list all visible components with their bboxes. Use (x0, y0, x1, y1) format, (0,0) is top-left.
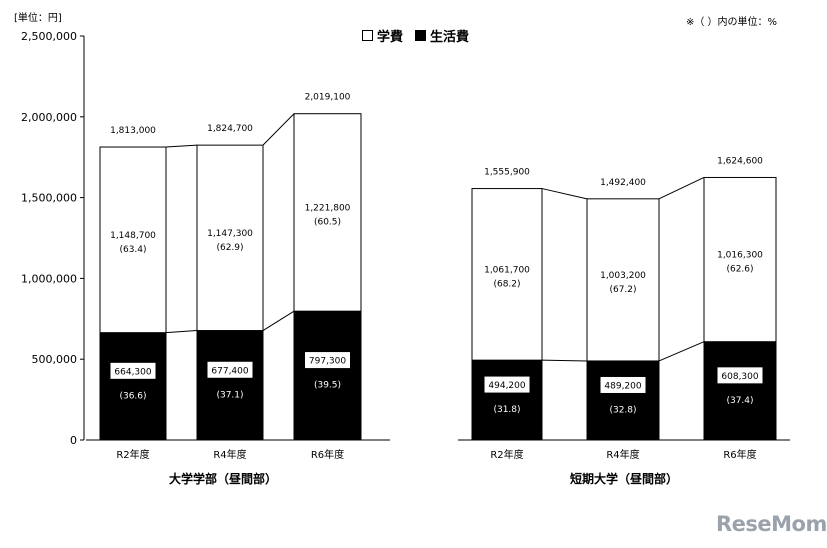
bar-segment-tuition (471, 188, 543, 361)
total-connector-line (541, 188, 588, 200)
bar-segment-tuition (196, 144, 264, 332)
living-connector-line (165, 330, 198, 334)
living-value-label: 677,400 (211, 366, 248, 376)
group-title-university: 大学学部（昼間部） (168, 472, 277, 486)
total-label: 1,813,000 (110, 126, 156, 136)
bar-segment-tuition (99, 146, 167, 334)
living-percent-label: (31.8) (493, 405, 520, 415)
tuition-percent-label: (62.6) (726, 265, 753, 275)
total-connector-line (658, 177, 705, 200)
bar-segment-living (586, 360, 660, 441)
total-label: 1,824,700 (207, 124, 253, 134)
living-value-label: 797,300 (309, 357, 346, 367)
bar-segment-living (293, 310, 362, 441)
living-label-box (600, 376, 646, 393)
y-tick-label: 1,500,000 (21, 192, 77, 205)
x-category-label: R2年度 (490, 448, 523, 461)
tuition-percent-label: (68.2) (493, 279, 520, 289)
living-connector-line (541, 359, 588, 362)
living-percent-label: (37.1) (216, 390, 243, 400)
percent-unit-note: ※（ ）内の単位：% (686, 17, 778, 28)
tuition-percent-label: (62.9) (216, 243, 243, 253)
living-connector-line (262, 310, 295, 331)
living-label-box (207, 361, 253, 378)
tuition-value-label: 1,003,200 (600, 271, 646, 281)
y-tick-label: 2,000,000 (21, 111, 77, 124)
living-label-box (110, 362, 156, 379)
bar-segment-tuition (293, 113, 362, 312)
legend-swatch-tuition (362, 30, 373, 41)
y-tick-label: 2,500,000 (21, 30, 77, 43)
bar-segment-living (703, 341, 777, 441)
tuition-value-label: 1,147,300 (207, 229, 253, 239)
tuition-value-label: 1,148,700 (110, 231, 156, 241)
total-label: 1,555,900 (484, 168, 530, 178)
x-category-label: R2年度 (116, 448, 149, 461)
bar-segment-living (196, 330, 264, 441)
living-value-label: 664,300 (114, 367, 151, 377)
x-category-label: R4年度 (606, 448, 639, 461)
legend-label-living: 生活費 (430, 30, 470, 45)
legend-swatch-living (415, 30, 427, 41)
x-category-label: R6年度 (723, 448, 756, 461)
living-percent-label: (37.4) (726, 396, 753, 406)
group-title-junior-college: 短期大学（昼間部） (569, 472, 678, 486)
total-label: 1,492,400 (600, 178, 646, 188)
total-connector-line (262, 113, 295, 146)
living-label-box (305, 352, 350, 369)
x-category-label: R6年度 (311, 448, 344, 461)
total-connector-line (165, 144, 198, 148)
tuition-value-label: 1,061,700 (484, 265, 530, 275)
total-label: 1,624,600 (717, 156, 763, 166)
bar-segment-tuition (703, 176, 777, 343)
tuition-percent-label: (63.4) (119, 245, 146, 255)
legend: 学費 生活費 (362, 26, 469, 45)
living-value-label: 489,200 (604, 381, 641, 391)
living-label-box (717, 367, 763, 384)
living-percent-label: (32.8) (609, 405, 636, 415)
tuition-value-label: 1,016,300 (717, 251, 763, 261)
tuition-percent-label: (60.5) (314, 217, 341, 227)
living-value-label: 494,200 (488, 381, 525, 391)
living-label-box (484, 376, 530, 393)
living-percent-label: (36.6) (119, 391, 146, 401)
unit-note: [単位：円] (14, 13, 62, 24)
y-tick-label: 0 (70, 434, 77, 447)
bar-segment-living (99, 332, 167, 441)
x-category-label: R4年度 (213, 448, 246, 461)
living-percent-label: (39.5) (314, 381, 341, 391)
y-tick-label: 1,000,000 (21, 272, 77, 285)
living-connector-line (658, 341, 705, 362)
y-tick-label: 500,000 (32, 353, 78, 366)
tuition-percent-label: (67.2) (609, 285, 636, 295)
tuition-value-label: 1,221,800 (305, 203, 351, 213)
bar-segment-living (471, 359, 543, 441)
total-label: 2,019,100 (305, 93, 351, 103)
resemom-logo: ReseMom (716, 512, 827, 536)
living-value-label: 608,300 (721, 372, 758, 382)
legend-label-tuition: 学費 (377, 30, 404, 45)
bar-segment-tuition (586, 198, 660, 362)
